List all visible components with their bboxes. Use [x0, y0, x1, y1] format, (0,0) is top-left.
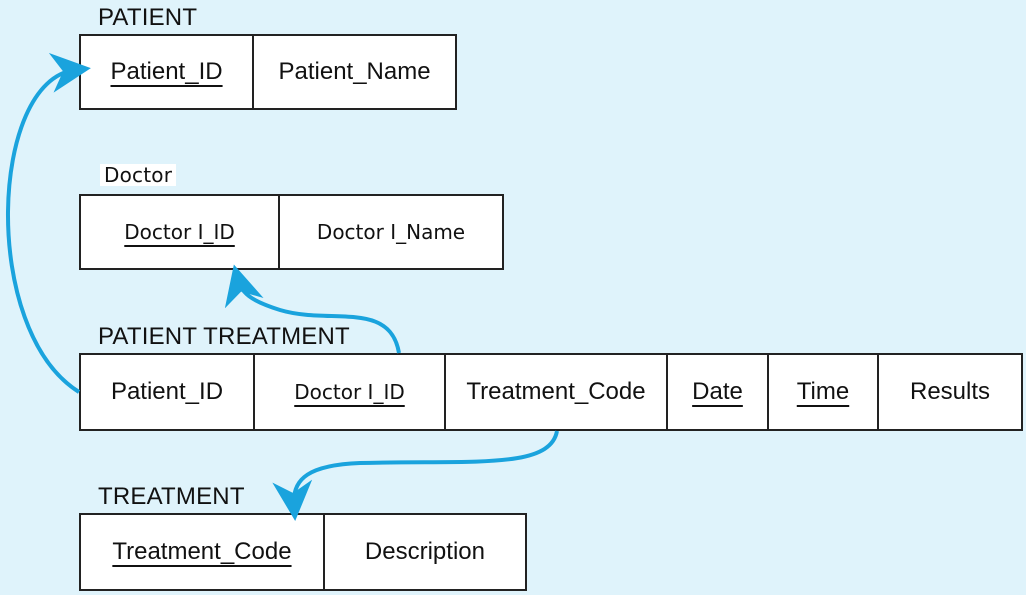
patient-treatment-field-date: Date — [668, 355, 769, 429]
doctor-field-label: Doctor I_ID — [124, 220, 235, 244]
patient-treatment-field-label: Doctor I_ID — [294, 380, 405, 404]
patient-treatment-field-treatment-code: Treatment_Code — [446, 355, 668, 429]
patient-treatment-field-label: Date — [692, 378, 743, 405]
patient-treatment-field-time: Time — [769, 355, 879, 429]
treatment-relationship-arrow — [272, 430, 559, 521]
doctor-entity-title: Doctor — [100, 164, 177, 186]
treatment-field-treatment-code: Treatment_Code — [81, 515, 325, 589]
patient-treatment-field-label: Patient_ID — [110, 378, 224, 405]
patient-treatment-field-label: Results — [909, 378, 991, 405]
patient-treatment-entity-title: PATIENT TREATMENT — [98, 323, 350, 350]
patient-entity-table: Patient_ID Patient_Name — [79, 34, 457, 110]
patient-field-patient-name: Patient_Name — [254, 36, 455, 108]
patient-treatment-field-doctor-id: Doctor I_ID — [255, 355, 446, 429]
treatment-field-label: Description — [364, 538, 485, 565]
doctor-field-doctor-id: Doctor I_ID — [81, 196, 281, 268]
patient-field-patient-id: Patient_ID — [81, 36, 255, 108]
patient-relationship-arrow — [6, 53, 91, 394]
patient-treatment-field-label: Time — [796, 378, 850, 405]
treatment-entity-title: TREATMENT — [98, 483, 245, 510]
patient-entity-title: PATIENT — [98, 4, 198, 31]
treatment-field-label: Treatment_Code — [112, 538, 292, 565]
patient-treatment-field-patient-id: Patient_ID — [81, 355, 255, 429]
patient-treatment-entity-table: Patient_ID Doctor I_ID Treatment_Code Da… — [79, 353, 1023, 431]
treatment-field-description: Description — [325, 515, 525, 589]
patient-field-label: Patient_ID — [110, 58, 223, 85]
patient-field-label: Patient_Name — [278, 58, 431, 85]
patient-treatment-field-results: Results — [879, 355, 1021, 429]
doctor-field-doctor-name: Doctor I_Name — [280, 196, 502, 268]
doctor-field-label: Doctor I_Name — [316, 220, 466, 244]
treatment-entity-table: Treatment_Code Description — [79, 513, 527, 591]
doctor-entity-table: Doctor I_ID Doctor I_Name — [79, 194, 504, 270]
patient-treatment-field-label: Treatment_Code — [466, 378, 646, 405]
